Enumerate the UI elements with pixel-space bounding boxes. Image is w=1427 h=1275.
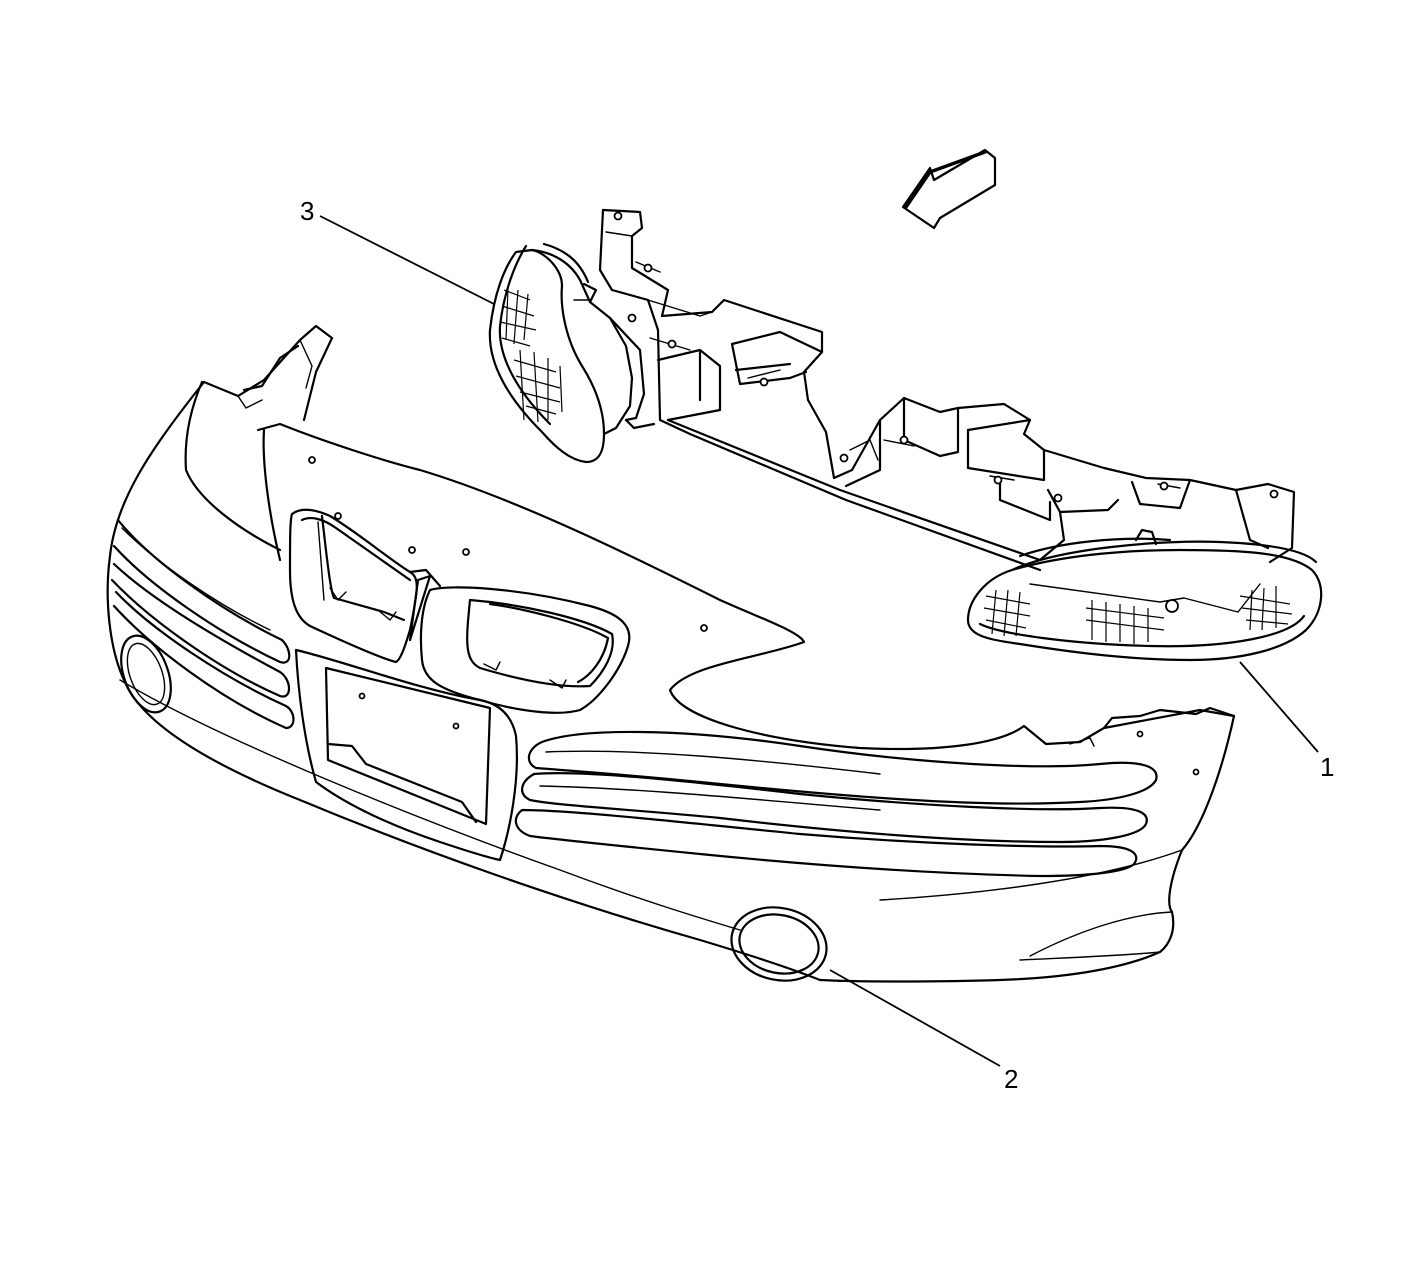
right-headlamp-assembly: [966, 528, 1323, 662]
radiator-support-panel: [598, 208, 1296, 572]
fog-lamp-opening: [730, 906, 828, 982]
leader-line-3: [319, 215, 495, 305]
callout-label-3: 3: [300, 196, 314, 226]
front-fascia: [106, 324, 1236, 983]
callout-label-2: 2: [1004, 1064, 1018, 1094]
left-headlamp-assembly: [488, 242, 656, 464]
front-direction-arrow-icon: [901, 148, 997, 230]
leader-line-2: [829, 969, 1001, 1067]
leader-line-1: [1239, 661, 1319, 753]
callout-label-1: 1: [1320, 752, 1334, 782]
